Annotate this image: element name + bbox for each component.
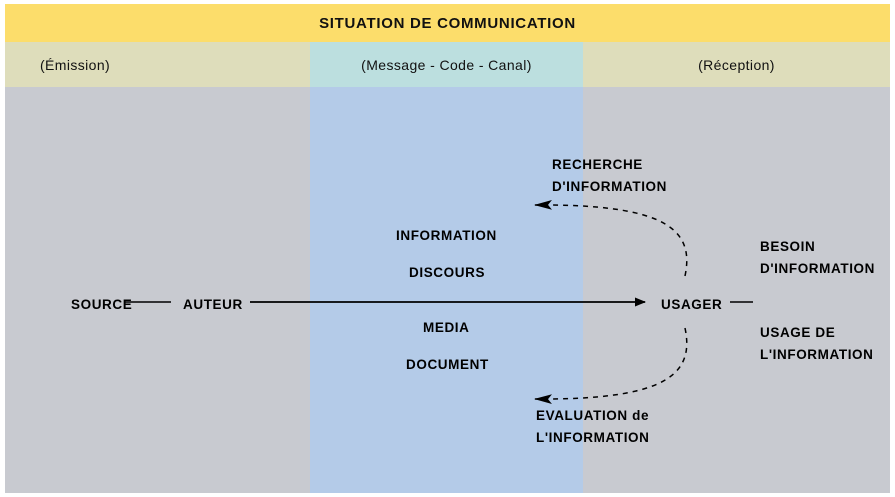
annotation-besoin-line1: BESOIN [760, 239, 816, 254]
node-media: MEDIA [423, 320, 470, 335]
node-information: INFORMATION [396, 228, 497, 243]
diagram-frame: SITUATION DE COMMUNICATION (Émission) (M… [5, 4, 890, 493]
band-label-message: (Message - Code - Canal) [361, 56, 532, 73]
annotation-recherche-information: RECHERCHE D'INFORMATION [552, 154, 667, 198]
annotation-usage-information: USAGE DE L'INFORMATION [760, 322, 874, 366]
subtitle-band-center [310, 42, 583, 87]
diagram-title: SITUATION DE COMMUNICATION [319, 14, 576, 32]
band-label-emission: (Émission) [40, 56, 111, 73]
node-document: DOCUMENT [406, 357, 489, 372]
band-label-reception: (Réception) [698, 56, 775, 73]
annotation-evaluation-information: EVALUATION de L'INFORMATION [536, 405, 650, 449]
node-usager: USAGER [661, 297, 723, 312]
node-source: SOURCE [71, 297, 133, 312]
title-band: SITUATION DE COMMUNICATION [5, 4, 890, 42]
annotation-evaluation-line2: L'INFORMATION [536, 430, 650, 445]
body-background-center [310, 87, 583, 493]
node-discours: DISCOURS [409, 265, 486, 280]
annotation-besoin-information: BESOIN D'INFORMATION [760, 236, 875, 280]
annotation-recherche-line2: D'INFORMATION [552, 179, 667, 194]
annotation-besoin-line2: D'INFORMATION [760, 261, 875, 276]
annotation-evaluation-line1: EVALUATION de [536, 408, 650, 423]
node-auteur: AUTEUR [183, 297, 243, 312]
annotation-recherche-line1: RECHERCHE [552, 157, 643, 172]
annotation-usage-line2: L'INFORMATION [760, 347, 874, 362]
annotation-usage-line1: USAGE DE [760, 325, 836, 340]
